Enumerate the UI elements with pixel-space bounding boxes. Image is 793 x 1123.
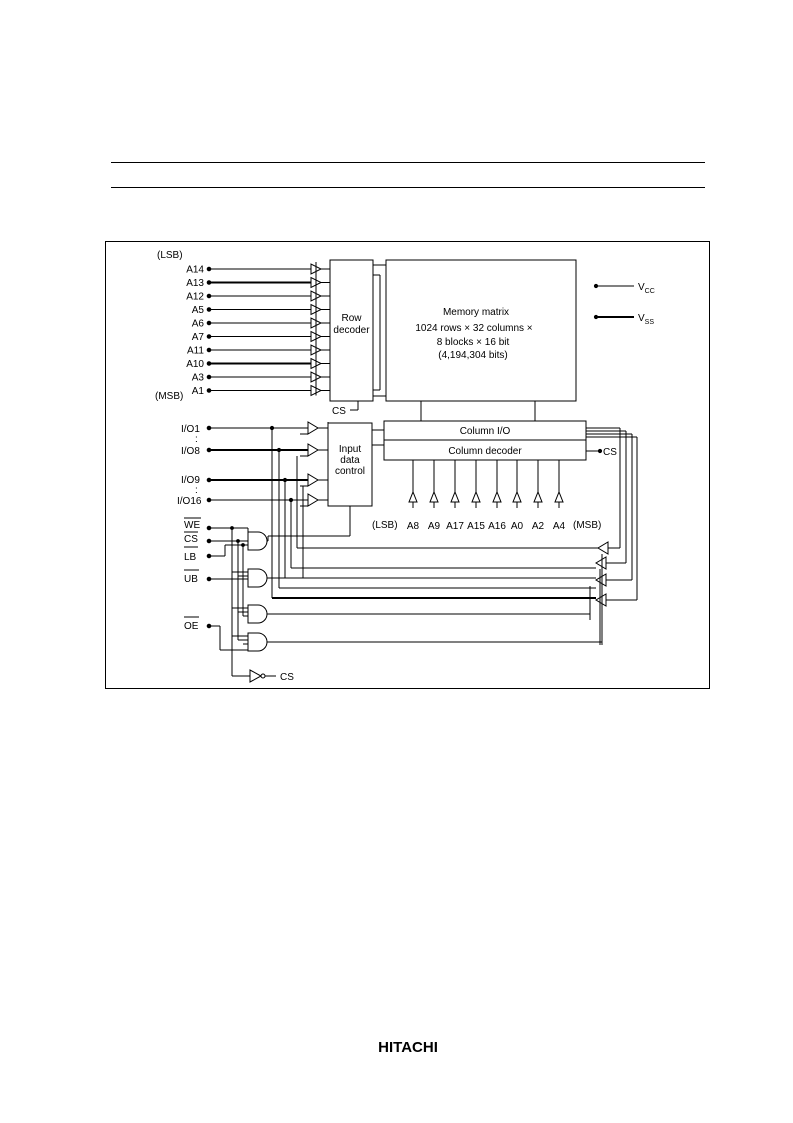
- col-address-a8: A8: [407, 521, 420, 532]
- row-decoder-label-1: Row: [341, 313, 362, 324]
- io-dots-1: :: [195, 434, 198, 445]
- col-address-a17: A17: [446, 521, 464, 532]
- row-address-pin-dot: [206, 280, 212, 285]
- io9-label: I/O9: [181, 475, 200, 486]
- input-data-control-label-3: control: [335, 466, 365, 477]
- row-address-lines: [206, 262, 330, 397]
- row-address-label: A14: [186, 265, 204, 276]
- column-decoder-box: [383, 439, 587, 461]
- row-address-label: A11: [187, 346, 204, 357]
- io16-label: I/O16: [177, 496, 202, 507]
- row-address-label: A5: [192, 305, 205, 316]
- row-address-label: A3: [192, 373, 205, 384]
- io-dots-2: :: [195, 485, 198, 496]
- column-address-buffers: [408, 460, 564, 508]
- column-io-label: Column I/O: [460, 426, 511, 437]
- header-rule-bottom: [111, 187, 705, 188]
- vcc-label: VCC: [638, 282, 655, 295]
- row-address-label: A1: [192, 386, 205, 397]
- row-address-pin-dot: [206, 320, 212, 326]
- row-address-label: A12: [186, 292, 204, 303]
- cs-col-label: CS: [603, 447, 617, 458]
- memory-matrix-box: [385, 259, 577, 402]
- row-address-pin-dot: [206, 307, 212, 312]
- io8-label: I/O8: [181, 446, 200, 457]
- row-address-pin-dot: [206, 293, 212, 299]
- block-diagram-frame: [105, 241, 710, 689]
- col-address-a16: A16: [488, 521, 506, 532]
- input-data-control-label-2: data: [340, 455, 360, 466]
- col-address-a15: A15: [467, 521, 485, 532]
- row-address-pin-dot: [206, 334, 212, 339]
- cs-out-label: CS: [280, 672, 294, 683]
- lsb-bottom-label: (LSB): [372, 520, 398, 531]
- lb-label: LB: [184, 552, 197, 563]
- lsb-top-label: (LSB): [157, 250, 183, 261]
- col-address-a4: A4: [553, 521, 566, 532]
- vss-label: VSS: [638, 313, 654, 326]
- memory-matrix-label-2: 1024 rows × 32 columns ×: [415, 323, 532, 334]
- oe-label: OE: [184, 621, 199, 632]
- row-address-label: A10: [186, 359, 204, 370]
- row-address-label: A13: [186, 278, 204, 289]
- col-address-a2: A2: [532, 521, 545, 532]
- col-address-a9: A9: [428, 521, 441, 532]
- row-address-pin-dot: [206, 266, 212, 272]
- row-address-label: A7: [192, 332, 205, 343]
- row-decoder-label-2: decoder: [333, 325, 370, 336]
- memory-matrix-label-4: (4,194,304 bits): [438, 350, 508, 361]
- row-address-label: A6: [192, 319, 205, 330]
- row-address-pin-dot: [206, 388, 212, 393]
- hitachi-logo: HITACHI: [378, 1039, 438, 1056]
- ub-label: UB: [184, 574, 198, 585]
- row-decoder-box: [329, 259, 374, 402]
- we-label: WE: [184, 520, 200, 531]
- msb-left-label: (MSB): [155, 391, 183, 402]
- header-rule-top: [111, 162, 705, 163]
- cs-label: CS: [184, 534, 198, 545]
- msb-bottom-label: (MSB): [573, 520, 601, 531]
- input-data-control-label-1: Input: [339, 444, 361, 455]
- io1-label: I/O1: [181, 424, 200, 435]
- column-decoder-label: Column decoder: [448, 446, 522, 457]
- cs-row-label: CS: [332, 406, 346, 417]
- row-address-pin-dot: [206, 361, 212, 366]
- row-address-pin-dot: [206, 347, 212, 353]
- col-address-a0: A0: [511, 521, 524, 532]
- memory-matrix-label-1: Memory matrix: [443, 307, 509, 318]
- row-address-pin-dot: [206, 374, 212, 380]
- memory-matrix-label-3: 8 blocks × 16 bit: [437, 337, 510, 348]
